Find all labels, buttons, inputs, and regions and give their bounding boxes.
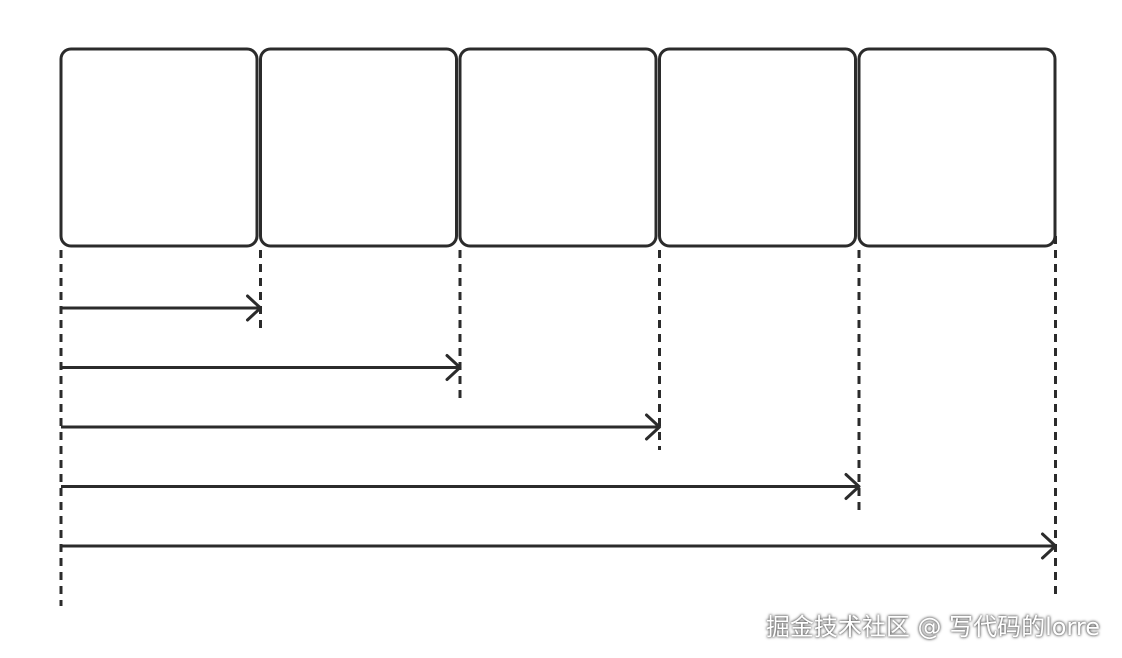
- arrow-head-4: [844, 473, 861, 500]
- arrow-2: [61, 354, 462, 381]
- arrow-3: [61, 413, 661, 441]
- dashed-guide-lines: [59, 236, 1057, 606]
- box-row: [59, 47, 1057, 248]
- watermark: 掘金技术社区 @ 写代码的lorre: [765, 613, 1100, 641]
- arrow-1: [61, 294, 262, 322]
- box-3: [458, 47, 658, 248]
- box-5: [857, 47, 1057, 248]
- box-4: [658, 47, 857, 248]
- arrow-head-3: [645, 413, 661, 441]
- arrow-5: [61, 532, 1057, 560]
- box-2: [259, 47, 458, 248]
- arrow-head-5: [1041, 532, 1057, 560]
- arrow-head-2: [445, 354, 462, 381]
- arrow-group: [61, 294, 1057, 560]
- arrow-4: [61, 473, 861, 500]
- box-1: [59, 47, 259, 248]
- arrow-head-1: [246, 294, 262, 322]
